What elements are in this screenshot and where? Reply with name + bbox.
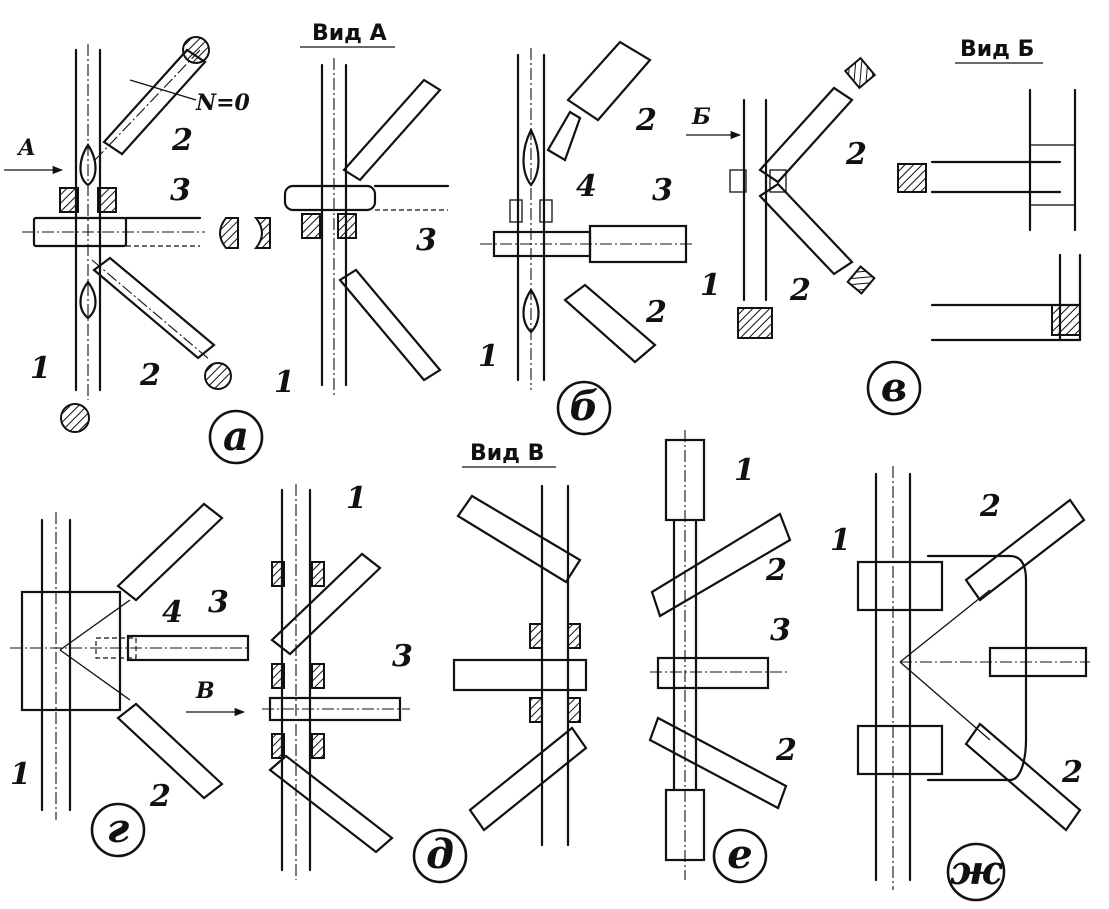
chord-1 [74, 44, 102, 400]
label-3-viewA: 3 [416, 223, 437, 258]
caption-ring-v [866, 360, 922, 416]
arrow-label-b: Б [691, 104, 711, 130]
caption-ring-g [90, 802, 146, 858]
view-title-a: Вид А [312, 21, 387, 46]
label-1-b: 1 [478, 339, 499, 374]
label-2-a-upper: 2 [171, 123, 193, 158]
panel-a: А N=0 2 3 1 2 а [4, 36, 271, 465]
label-4-b: 4 [576, 169, 597, 204]
view-b: Вид Б в [866, 37, 1082, 416]
brace-2-upper [94, 48, 207, 161]
label-2-e-lower: 2 [775, 733, 797, 768]
panel-d: В 1 3 д [186, 481, 468, 884]
panel-g: 3 4 1 2 г [10, 502, 250, 858]
brace-2-lower [91, 256, 216, 361]
label-1-e: 1 [734, 453, 755, 488]
label-3-d: 3 [392, 639, 413, 674]
label-1-viewA: 1 [274, 365, 295, 400]
caption-d: д [426, 831, 454, 878]
caption-ring-d [412, 828, 468, 884]
caption-ring-e [712, 828, 768, 884]
caption-b: б [570, 383, 599, 430]
label-2-b-lower: 2 [645, 295, 667, 330]
label-3-a: 3 [170, 173, 191, 208]
label-3-b: 3 [652, 173, 673, 208]
label-2-zh-upper: 2 [979, 489, 1001, 524]
panel-e: 1 2 3 2 е [648, 430, 797, 884]
label-4-g: 4 [162, 595, 183, 630]
view-title-b: Вид Б [960, 37, 1034, 62]
strut-3 [22, 216, 205, 248]
caption-v: в [881, 364, 907, 411]
label-3-g: 3 [208, 585, 229, 620]
caption-zh: ж [950, 847, 1003, 894]
label-1-v: 1 [700, 268, 721, 303]
caption-a: а [223, 413, 249, 460]
label-2-v-upper: 2 [845, 137, 867, 172]
caption-e: е [727, 831, 752, 878]
label-2-e-upper: 2 [765, 553, 787, 588]
force-note: N=0 [195, 90, 251, 116]
caption-ring-b [556, 380, 612, 436]
label-2-v-lower: 2 [789, 273, 811, 308]
bolts-a [59, 187, 117, 213]
label-2-g: 2 [149, 779, 171, 814]
caption-g: г [107, 805, 130, 852]
label-2-b-upper: 2 [635, 103, 657, 138]
view-a: Вид А 3 1 [274, 21, 450, 400]
label-1-d: 1 [346, 481, 367, 516]
label-3-e: 3 [770, 613, 791, 648]
panel-b: 2 4 3 2 1 б [478, 40, 695, 436]
section-marks-a [60, 36, 271, 433]
label-1-zh: 1 [830, 523, 851, 558]
label-2-a-lower: 2 [139, 358, 161, 393]
panel-v: Б 2 1 2 [686, 56, 877, 339]
caption-ring-zh [946, 842, 1006, 902]
view-arrow-a: А [4, 135, 64, 175]
arrow-label-a: А [16, 135, 36, 161]
caption-ring-a [208, 409, 264, 465]
label-1-a: 1 [30, 351, 51, 386]
label-1-g: 1 [10, 757, 31, 792]
gusset-plates [79, 143, 97, 320]
view-v: Вид В [452, 441, 588, 847]
panel-zh: 2 1 2 ж [830, 466, 1090, 902]
view-title-v: Вид В [470, 441, 544, 466]
label-2-zh-lower: 2 [1061, 755, 1083, 790]
arrow-label-v: В [195, 678, 215, 704]
